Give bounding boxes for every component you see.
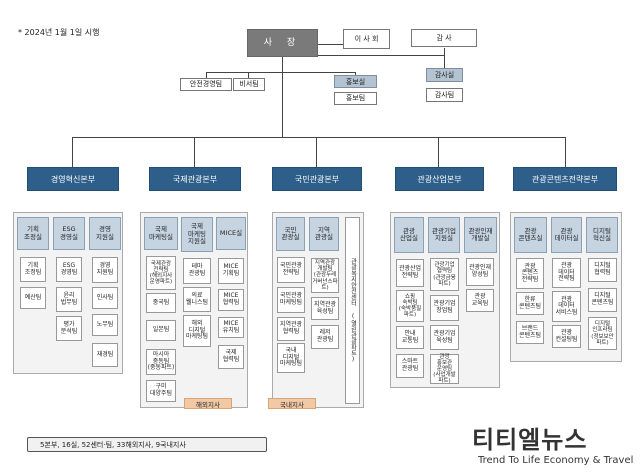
dept-regional-tourism: 지역 관광실	[309, 217, 339, 251]
team-ethics-legal: 윤리 법무팀	[56, 287, 82, 312]
pr-office-box: 홍보실	[334, 75, 377, 88]
team-brand: 브랜드 콘텐츠팀	[516, 321, 544, 344]
team-data-strategy: 관광 데이터 전략팀	[552, 258, 581, 288]
connector	[194, 137, 195, 167]
team-finance: 재경팀	[92, 343, 118, 367]
team-startup: 관광기업 창업팀	[430, 295, 459, 321]
team-national-strategy: 국민관광 전략팀	[277, 257, 305, 283]
team-regional-growth: 지역관광 육성팀	[311, 297, 339, 320]
team-regional-dev: 지역관광 개발팀 (관광두레 거버넌스파트)	[311, 258, 339, 293]
team-theme: 테마 관광팀	[183, 258, 211, 284]
effective-date-note: * 2024년 1월 1일 시행	[18, 28, 100, 37]
team-intl-strategy: 국제관광 전략팀 (해외지사 운영파트)	[146, 256, 176, 290]
connector	[318, 55, 444, 56]
team-overseas-digital: 해외 디지털 마케팅팀	[183, 315, 211, 347]
team-consulting: 관광 컨설팅팀	[552, 325, 581, 348]
team-shopping-lodging: 쇼핑 숙박팀 (숙박품질 파트)	[396, 290, 424, 322]
connector	[438, 137, 439, 167]
team-business-growth: 관광기업 육성팀	[430, 325, 459, 350]
team-budget: 예산팀	[20, 287, 46, 309]
dept-talent-dev: 관광인재 개발실	[464, 217, 497, 253]
team-domestic-digital: 국내 디지털 마케팅팀	[277, 343, 305, 373]
team-hr: 인사팀	[92, 287, 118, 309]
team-china: 중국팀	[146, 293, 176, 313]
dept-business-support: 관광기업 지원실	[428, 217, 460, 253]
team-evaluation: 평가 분석팀	[56, 316, 82, 341]
dept-esg: ESG 경영실	[53, 217, 85, 250]
team-mice-attraction: MICE 유치팀	[218, 317, 244, 338]
ceo-box: 사 장	[247, 29, 318, 57]
summary-box: 5본부, 16실, 52센터·팀, 33해외지사, 9국내지사	[27, 437, 267, 452]
team-info-transport: 안내 교통팀	[396, 326, 424, 349]
connector	[206, 72, 356, 73]
team-digital-coop: 디지털 협력팀	[588, 258, 617, 282]
dept-digital-innovation: 디지털 혁신실	[586, 217, 618, 253]
dept-national-tourism: 국민 관광실	[276, 217, 305, 251]
connector	[282, 57, 283, 137]
board-box: 이 사 회	[343, 29, 390, 49]
connector	[72, 137, 73, 167]
dept-welfare-safety-center: 관광복지안전센터 (열린관광파트)	[345, 217, 360, 404]
team-talent-training: 관광인재 양성팀	[466, 258, 494, 286]
team-education: 관광 교육팀	[466, 289, 494, 312]
brand-logo: 티티엘뉴스	[472, 426, 588, 454]
team-regional-coop: 지역관광 협력팀	[277, 317, 305, 341]
dept-intl-marketing-support: 국제 마케팅 지원실	[181, 217, 213, 252]
dept-data: 관광 데이터실	[551, 217, 582, 253]
connector	[316, 137, 317, 167]
domestic-branch-tag: 국내지사	[268, 398, 316, 409]
hq-national-tourism: 국민관광본부	[272, 167, 362, 191]
hq-tourism-industry: 관광산업본부	[395, 167, 484, 191]
team-leisure: 레저 관광팀	[311, 325, 339, 349]
team-asia-middle-east: 아시아 중동팀 (중동파트)	[146, 349, 176, 375]
audit-team-box: 감사팀	[426, 88, 463, 102]
connector	[318, 44, 343, 45]
dept-mice: MICE실	[216, 217, 246, 250]
team-labor: 노무팀	[92, 314, 118, 336]
team-content-strategy: 관광 콘텐츠 전략팀	[516, 258, 544, 289]
team-mice-planning: MICE 기획팀	[218, 258, 244, 284]
team-hallyu: 한류 콘텐츠팀	[516, 292, 544, 315]
team-industry-strategy: 관광산업 전략팀	[396, 259, 424, 287]
team-smart-tourism: 스마트 관광팀	[396, 354, 424, 378]
connector	[72, 137, 565, 138]
brand-slogan: Trend To Life Economy & Travel	[478, 455, 634, 466]
connector	[206, 72, 207, 78]
secretary-team-box: 비서팀	[233, 78, 265, 91]
team-planning: 기획 조정팀	[20, 257, 46, 282]
dept-planning: 기획 조정실	[17, 217, 49, 250]
overseas-branch-tag: 해외지사	[184, 398, 232, 409]
auditor-box: 감 사	[411, 29, 477, 47]
pr-team-box: 홍보팀	[334, 92, 377, 105]
hq-management-innovation: 경영혁신본부	[27, 167, 119, 191]
team-digital-content: 디지털 콘텐츠팀	[588, 288, 617, 312]
dept-tourism-industry: 관광 산업실	[394, 217, 424, 253]
connector	[565, 137, 566, 167]
team-pr-hall: 관광 홍보관 운영팀 (사업개발파트)	[430, 354, 459, 384]
hq-content-strategy: 관광콘텐츠전략본부	[513, 167, 617, 191]
team-data-service: 관광 데이터 서비스팀	[552, 291, 581, 322]
connector	[444, 48, 445, 68]
safety-team-box: 안전경영팀	[180, 78, 232, 91]
team-esg: ESG 경영팀	[56, 257, 82, 282]
team-national-marketing: 국민관광 마케팅팀	[277, 287, 305, 313]
team-medical-wellness: 의료 웰니스팀	[183, 287, 211, 312]
team-japan: 일본팀	[146, 320, 176, 341]
hq-international-tourism: 국제관광본부	[149, 167, 241, 191]
connector	[248, 72, 249, 78]
team-mice-coop: MICE 협력팀	[218, 289, 244, 311]
dept-support: 경영 지원실	[89, 217, 121, 250]
dept-intl-marketing: 국제 마케팅실	[144, 217, 178, 250]
team-intl-coop: 국제 협력팀	[218, 345, 244, 369]
audit-office-box: 감사실	[426, 68, 463, 82]
team-digital-infra: 디지털 인프라팀 (정보보안 파트)	[588, 317, 617, 350]
team-business-coop: 관광기업 협력팀 (관광금융 파트)	[430, 258, 459, 291]
dept-content: 관광 콘텐츠실	[514, 217, 547, 253]
team-mgmt-support: 경영 지원팀	[92, 257, 118, 283]
team-americas-oceania: 구미 대양주팀	[146, 380, 176, 402]
